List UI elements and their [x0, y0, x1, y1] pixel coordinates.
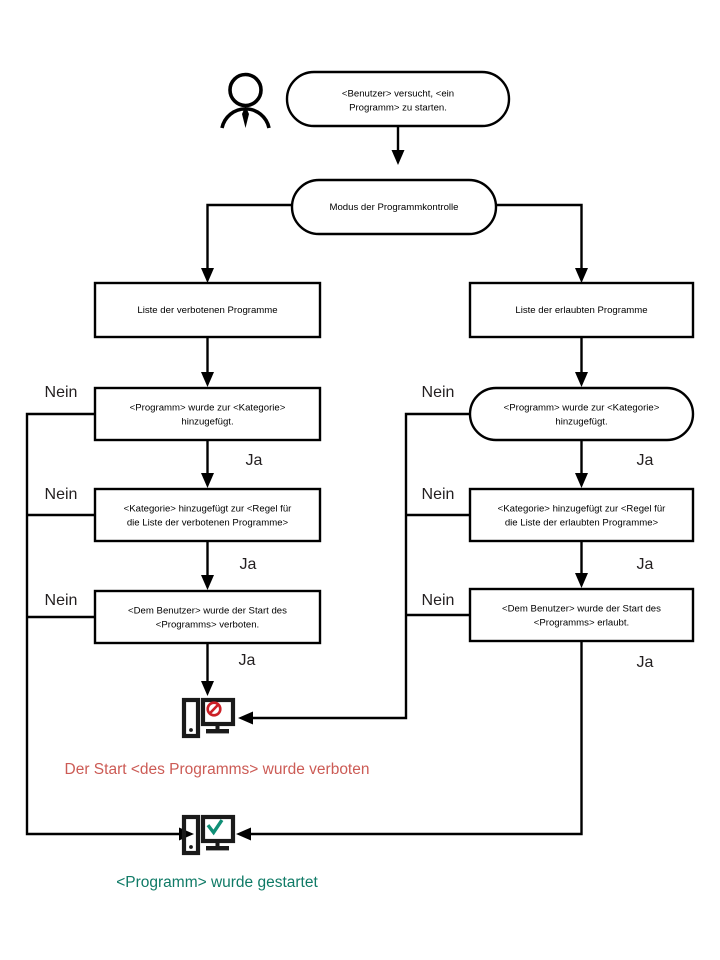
node-right-step-1[interactable]: <Programm> wurde zur <Kategorie> hinzuge… — [468, 386, 695, 442]
node-start-line1: <Benutzer> versucht, <ein — [342, 89, 454, 100]
label-right-yes-2: Ja — [637, 556, 654, 573]
label-left-no-2: Nein — [45, 486, 78, 503]
person-icon — [220, 72, 271, 129]
connector-right-step3-yes-to-started — [236, 641, 583, 841]
connector-mode-to-left-head — [201, 203, 292, 283]
connector-right-step1-yes — [575, 440, 588, 488]
node-right-step-3[interactable]: <Dem Benutzer> wurde der Start des <Prog… — [468, 587, 695, 643]
node-left-step-2-line2: die Liste der verbotenen Programme> — [127, 518, 289, 529]
node-right-step-1-line2: hinzugefügt. — [555, 417, 607, 428]
node-right-head[interactable]: Liste der erlaubten Programme — [468, 281, 695, 339]
node-mode[interactable]: Modus der Programmkontrolle — [290, 178, 498, 236]
node-right-step-1-line1: <Programm> wurde zur <Kategorie> — [504, 403, 660, 414]
node-left-step-2-line1: <Kategorie> hinzugefügt zur <Regel für — [124, 504, 293, 515]
node-start[interactable]: <Benutzer> versucht, <ein Programm> zu s… — [285, 70, 511, 128]
node-left-step-3-line1: <Dem Benutzer> wurde der Start des — [128, 606, 287, 617]
node-left-step-1[interactable]: <Programm> wurde zur <Kategorie> hinzuge… — [93, 386, 322, 442]
label-right-yes-1: Ja — [637, 452, 654, 469]
node-left-step-3-line2: <Programms> verboten. — [156, 620, 259, 631]
connector-mode-to-right-head — [496, 203, 588, 283]
label-left-no-1: Nein — [45, 384, 78, 401]
computer-allowed-icon — [181, 814, 236, 856]
connector-left-step1-yes — [201, 440, 214, 488]
connector-left-step2-yes — [201, 541, 214, 590]
node-left-step-2[interactable]: <Kategorie> hinzugefügt zur <Regel für d… — [93, 487, 322, 543]
connector-right-no-bus — [238, 412, 470, 725]
node-left-step-3[interactable]: <Dem Benutzer> wurde der Start des <Prog… — [93, 589, 322, 645]
label-right-no-3: Nein — [422, 592, 455, 609]
label-left-yes-1: Ja — [246, 452, 263, 469]
connector-start-to-mode — [391, 126, 405, 165]
connector-left-step3-yes — [201, 643, 214, 696]
label-left-yes-2: Ja — [240, 556, 257, 573]
node-start-line2: Programm> zu starten. — [349, 103, 447, 114]
node-left-step-1-line1: <Programm> wurde zur <Kategorie> — [130, 403, 286, 414]
node-right-step-3-line1: <Dem Benutzer> wurde der Start des — [502, 604, 661, 615]
node-right-step-2-line1: <Kategorie> hinzugefügt zur <Regel für — [498, 504, 667, 515]
node-left-head[interactable]: Liste der verbotenen Programme — [93, 281, 322, 339]
connector-right-step2-yes — [575, 541, 588, 588]
node-right-head-line1: Liste der erlaubten Programme — [515, 305, 647, 316]
node-right-step-3-line2: <Programms> erlaubt. — [534, 618, 629, 629]
node-right-step-2-line2: die Liste der erlaubten Programme> — [505, 518, 659, 529]
node-left-step-1-line2: hinzugefügt. — [181, 417, 233, 428]
outcome-denied-text: Der Start <des Programms> wurde verboten — [65, 761, 370, 778]
outcome-started-text: <Programm> wurde gestartet — [116, 874, 318, 891]
connector-right-head-to-step1 — [575, 337, 588, 387]
node-mode-line1: Modus der Programmkontrolle — [329, 202, 458, 213]
computer-denied-icon — [181, 697, 236, 739]
label-right-no-1: Nein — [422, 384, 455, 401]
label-right-no-2: Nein — [422, 486, 455, 503]
node-left-head-line1: Liste der verbotenen Programme — [137, 305, 277, 316]
label-left-no-3: Nein — [45, 592, 78, 609]
label-left-yes-3: Ja — [239, 652, 256, 669]
label-right-yes-3: Ja — [637, 654, 654, 671]
connector-left-head-to-step1 — [201, 337, 214, 387]
node-right-step-2[interactable]: <Kategorie> hinzugefügt zur <Regel für d… — [468, 487, 695, 543]
